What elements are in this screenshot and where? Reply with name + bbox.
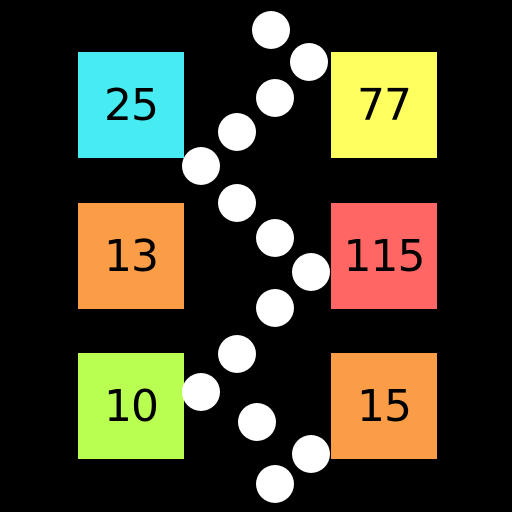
number-block[interactable]: 77 <box>331 52 437 158</box>
block-value: 77 <box>357 79 412 131</box>
block-value: 15 <box>357 380 412 432</box>
number-block[interactable]: 15 <box>331 353 437 459</box>
block-value: 25 <box>104 79 159 131</box>
number-block[interactable]: 115 <box>331 203 437 309</box>
ball <box>252 11 290 49</box>
ball <box>256 289 294 327</box>
ball <box>218 184 256 222</box>
ball <box>218 335 256 373</box>
ball <box>292 435 330 473</box>
number-block[interactable]: 25 <box>78 52 184 158</box>
ball <box>256 79 294 117</box>
ball <box>256 219 294 257</box>
number-block[interactable]: 10 <box>78 353 184 459</box>
block-value: 13 <box>104 230 159 282</box>
ball <box>256 465 294 503</box>
ball <box>292 253 330 291</box>
number-block[interactable]: 13 <box>78 203 184 309</box>
ball <box>290 43 328 81</box>
ball <box>218 113 256 151</box>
block-value: 115 <box>343 230 426 282</box>
block-value: 10 <box>104 380 159 432</box>
ball <box>182 373 220 411</box>
ball <box>182 147 220 185</box>
ball <box>238 403 276 441</box>
